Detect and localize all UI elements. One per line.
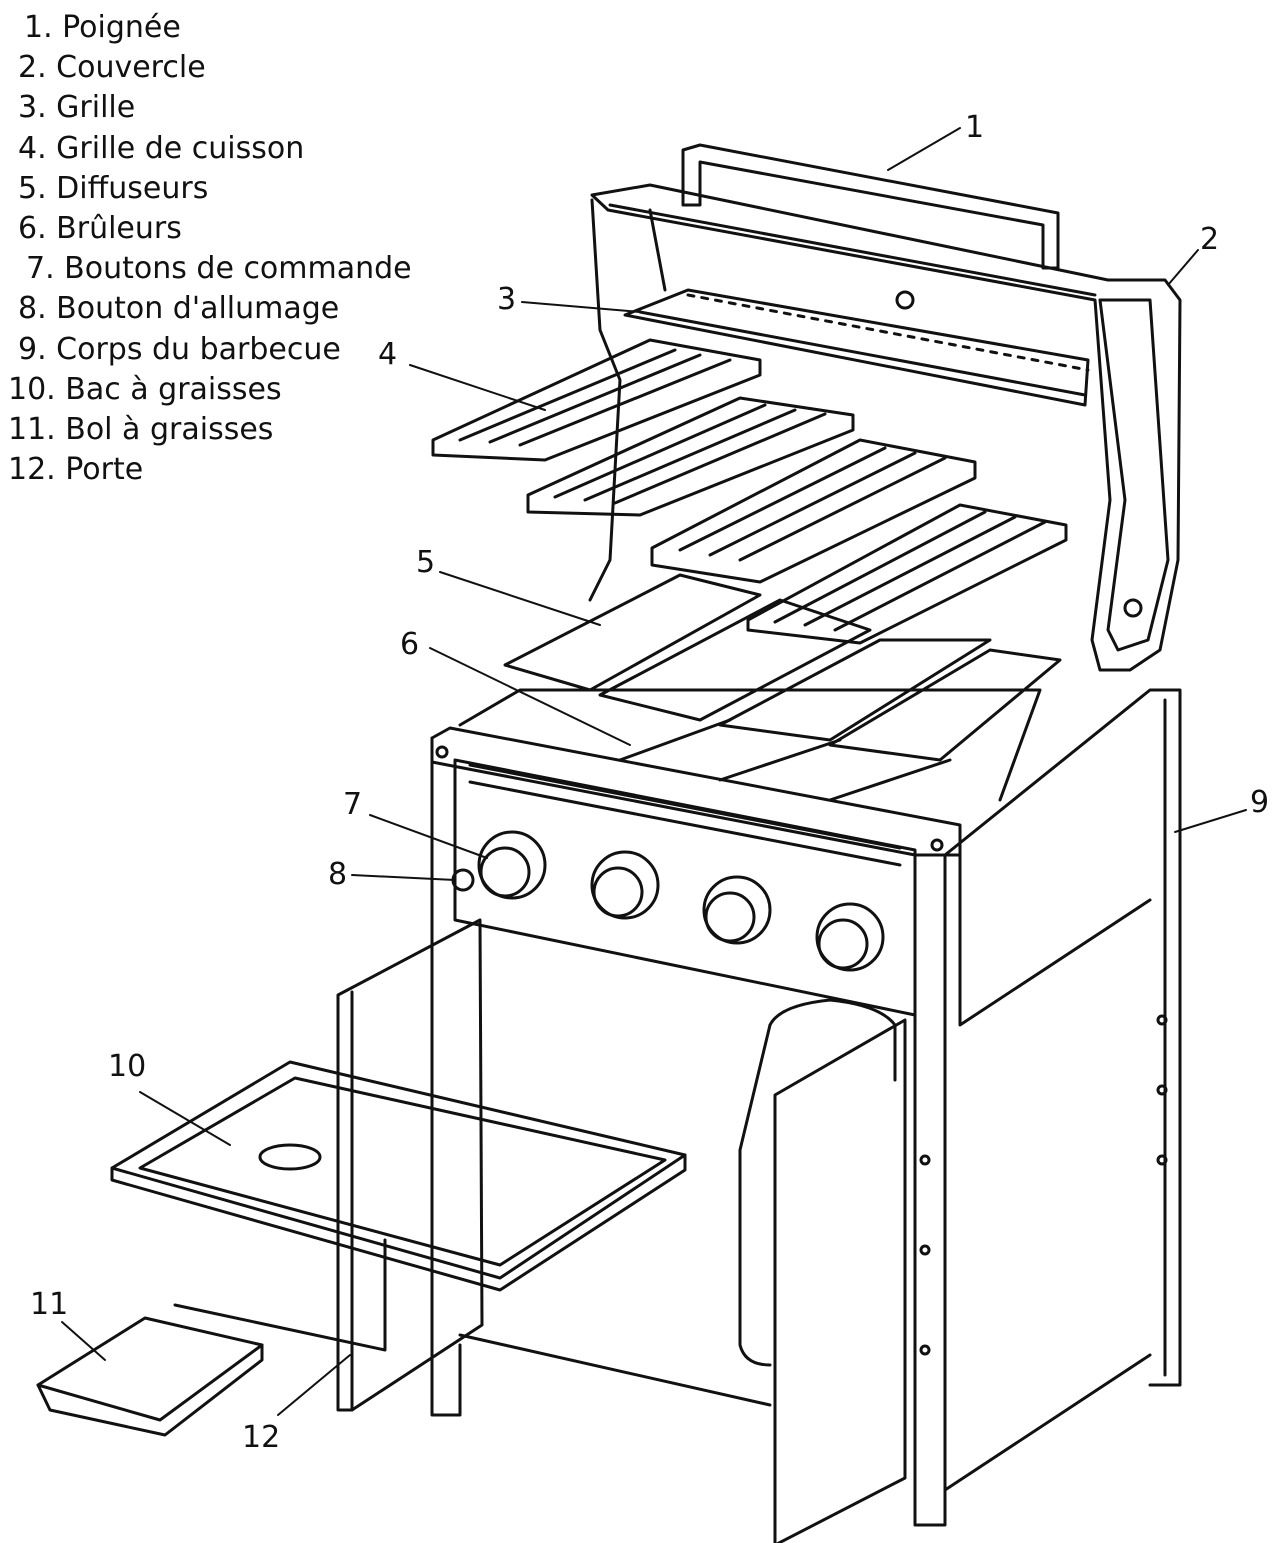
leader-line-10 — [140, 1092, 230, 1145]
callout-10: 10 — [108, 1049, 147, 1084]
cooking-grill-4 — [748, 505, 1066, 643]
callout-5: 5 — [416, 545, 436, 580]
control-knob-3-icon — [704, 877, 770, 943]
leader-line-6 — [430, 648, 630, 745]
legend-item-control-knobs: 7. Boutons de commande — [26, 251, 412, 287]
leader-lines — [62, 128, 1246, 1415]
leader-line-12 — [278, 1355, 350, 1415]
callout-3: 3 — [497, 282, 517, 317]
cooking-grill-1 — [433, 340, 760, 460]
legend-item-barbecue-body: 9. Corps du barbecue — [18, 331, 341, 367]
legend-item-door: 12. Porte — [8, 452, 144, 488]
control-knob-4-icon — [817, 904, 883, 970]
callout-9: 9 — [1250, 785, 1270, 820]
leader-line-7 — [370, 815, 487, 858]
cooking-grill-3 — [652, 440, 975, 582]
callout-8: 8 — [328, 857, 348, 892]
legend-item-grease-cup: 11. Bol à graisses — [8, 412, 274, 448]
parts-legend: 1. Poignée 2. Couvercle 3. Grille 4. Gri… — [8, 8, 412, 490]
control-knob-2-icon — [592, 852, 658, 918]
legend-item-burners: 6. Brûleurs — [18, 211, 182, 247]
legend-item-ignition-button: 8. Bouton d'allumage — [18, 291, 340, 327]
barbecue-body — [432, 690, 1180, 1525]
leader-line-3 — [522, 302, 640, 312]
legend-item-lid: 2. Couvercle — [18, 50, 206, 86]
cooking-grill-2 — [528, 398, 853, 515]
leader-line-2 — [1168, 250, 1198, 285]
leader-line-8 — [352, 875, 455, 880]
control-panel — [432, 728, 960, 1015]
leader-line-5 — [440, 572, 600, 625]
callout-6: 6 — [400, 627, 420, 662]
callout-11: 11 — [30, 1287, 69, 1322]
callout-1: 1 — [965, 110, 985, 145]
control-knob-1-icon — [479, 832, 545, 898]
lid-hinge-screw-icon — [897, 292, 913, 308]
grease-tray-drain-icon — [260, 1145, 320, 1169]
legend-item-handle: 1. Poignée — [24, 10, 181, 45]
door — [338, 920, 905, 1543]
legend-item-diffusers: 5. Diffuseurs — [18, 170, 209, 206]
warming-rack — [625, 290, 1088, 405]
leader-line-9 — [1175, 810, 1246, 832]
gas-bottle — [740, 1000, 895, 1365]
control-knobs — [479, 832, 883, 970]
callout-2: 2 — [1200, 222, 1220, 257]
leader-line-11 — [62, 1322, 105, 1360]
callout-7: 7 — [343, 787, 363, 822]
grease-cup — [38, 1318, 262, 1435]
callout-4: 4 — [378, 337, 398, 372]
lid — [590, 185, 1180, 670]
legend-item-cooking-grill: 4. Grille de cuisson — [18, 130, 305, 166]
diffusers — [505, 575, 1060, 760]
lid-thermometer-icon — [1125, 600, 1141, 616]
legend-item-warming-rack: 3. Grille — [18, 90, 136, 126]
handle — [683, 145, 1058, 268]
grease-tray — [112, 1062, 685, 1350]
burners — [460, 690, 1040, 800]
leader-line-4 — [410, 365, 545, 410]
leader-line-1 — [888, 128, 960, 170]
legend-item-grease-tray: 10. Bac à graisses — [8, 371, 282, 407]
callout-12: 12 — [242, 1420, 281, 1455]
